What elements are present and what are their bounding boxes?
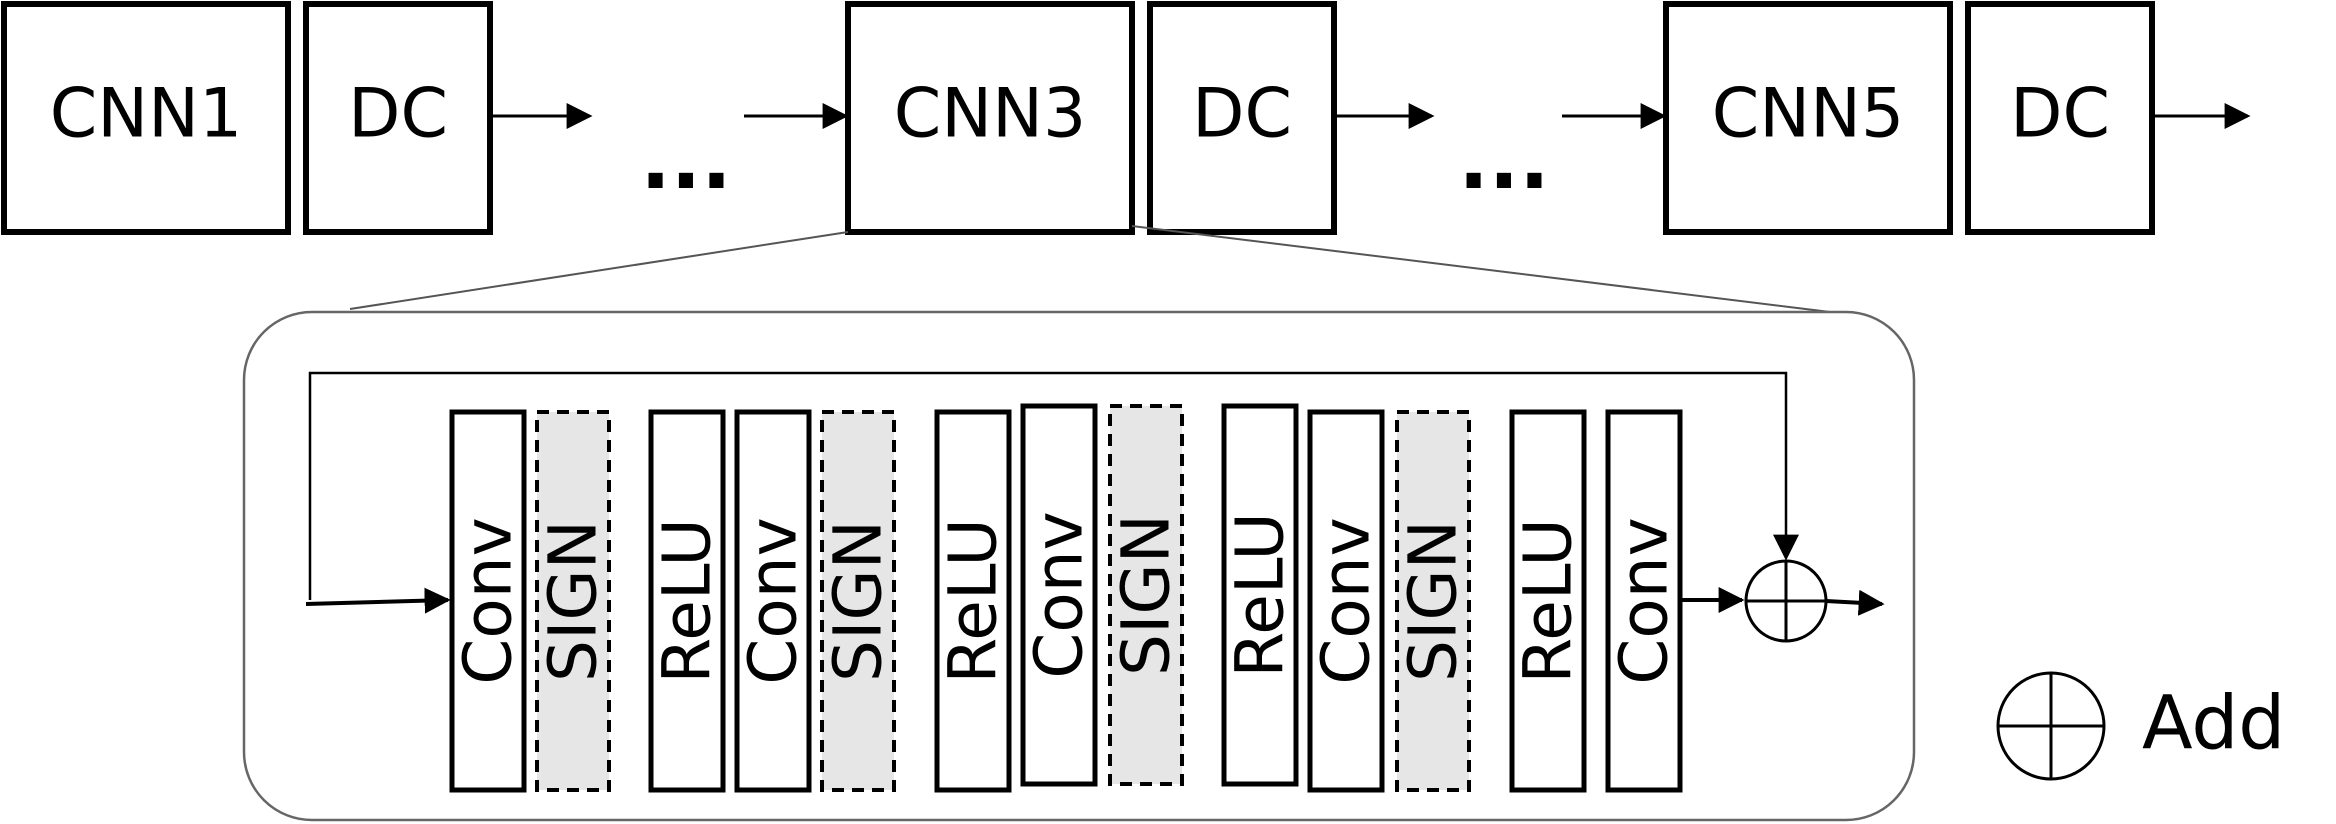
zoom-line-right (1131, 225, 1831, 313)
layer-sign-block (820, 410, 896, 792)
layer-conv-block (734, 409, 812, 793)
add-node (1744, 559, 1828, 643)
layer-conv-label: Conv (735, 517, 812, 684)
layer-conv-block (449, 409, 527, 793)
ellipsis-2: ... (1458, 114, 1549, 207)
layer-relu-label: ReLU (649, 518, 726, 683)
layer-relu-block (648, 409, 726, 793)
layer-relu-block (934, 409, 1012, 793)
dc1-label: DC (348, 75, 448, 154)
cnn1-block (1, 1, 291, 235)
output-arrow (1825, 589, 1885, 616)
layer-relu-label: ReLU (1222, 512, 1299, 677)
dc5-label: DC (2010, 75, 2110, 154)
layer-sign-block (1395, 410, 1471, 792)
layer-conv-label: Conv (1606, 517, 1683, 684)
dc1-block (303, 1, 493, 235)
cnn3-block (845, 1, 1135, 235)
layer-conv-block (1020, 403, 1098, 787)
cnn5-block (1663, 1, 1953, 235)
pipeline-stage-3: CNN5 DC (1663, 1, 2155, 235)
skip-connection-path (308, 371, 1799, 600)
layer-sign-block (1108, 404, 1184, 786)
pipeline-stage-2: CNN3 DC (845, 1, 1337, 235)
legend: Add (1996, 671, 2285, 781)
cnn3-label: CNN3 (894, 75, 1086, 154)
layer-sign-label: SIGN (535, 520, 612, 682)
pipeline-stage-1: CNN1 DC (1, 1, 493, 235)
layer-relu-label: ReLU (1510, 518, 1587, 683)
layer-relu-block (1509, 409, 1587, 793)
dc5-block (1965, 1, 2155, 235)
cnn5-label: CNN5 (1712, 75, 1904, 154)
layer-sign-label: SIGN (1395, 520, 1472, 682)
ellipsis-1: ... (640, 114, 731, 207)
layer-sign-label: SIGN (820, 520, 897, 682)
dc3-label: DC (1192, 75, 1292, 154)
layer-conv-label: Conv (1021, 511, 1098, 678)
cnn1-label: CNN1 (50, 75, 242, 154)
dc3-block (1147, 1, 1337, 235)
layer-conv-label: Conv (1308, 517, 1385, 684)
zoom-line-left (349, 231, 849, 310)
legend-add-label: Add (2142, 681, 2285, 767)
layer-conv-label: Conv (450, 517, 527, 684)
layer-relu-block (1221, 403, 1299, 787)
layer-relu-label: ReLU (935, 518, 1012, 683)
input-arrow (305, 587, 451, 614)
layer-sign-block (535, 410, 611, 792)
layer-sign-label: SIGN (1108, 514, 1185, 676)
cnn-detail-panel (242, 310, 1916, 822)
layer-conv-block (1307, 409, 1385, 793)
